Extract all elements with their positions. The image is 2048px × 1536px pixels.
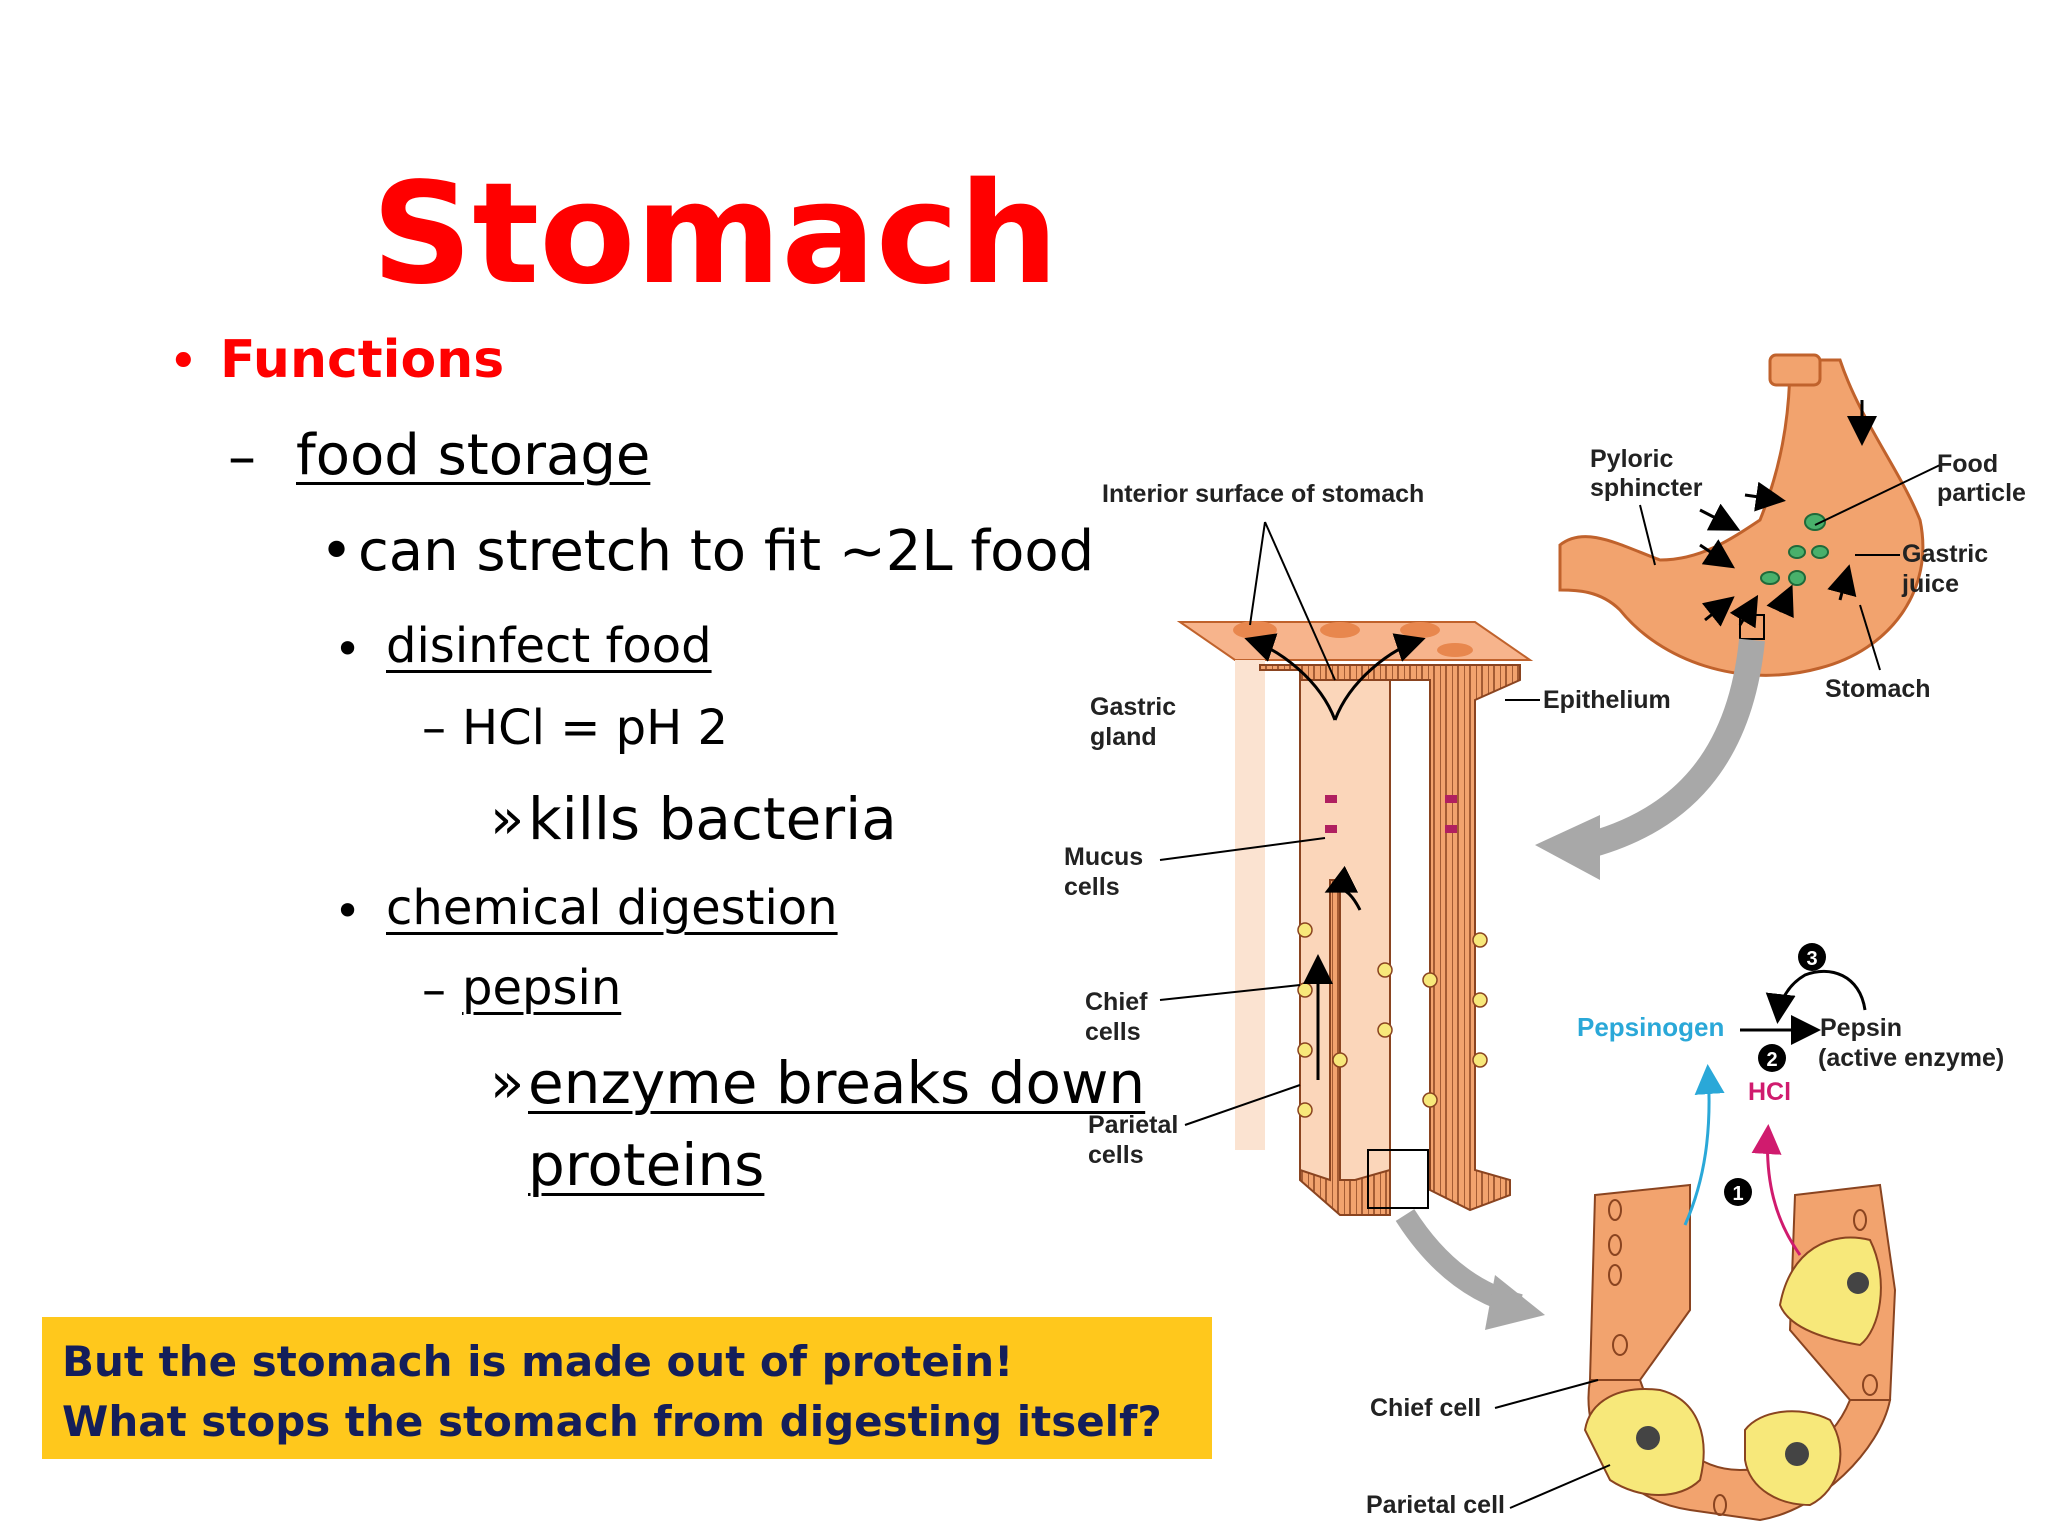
label-gastric-gland-1: Gastric [1090,693,1176,721]
leader-lines [1159,464,1941,1509]
svg-text:3: 3 [1806,948,1817,970]
label-active-enzyme: (active enzyme) [1818,1044,2004,1072]
kills-bacteria-item: kills bacteria [528,785,897,853]
dash-marker: – [228,425,256,490]
hcl-secretion-arrow-icon [1751,1124,1802,1256]
food-storage-item: food storage [296,423,651,488]
label-gastric-juice-2: juice [1901,570,1959,598]
question-callout: But the stomach is made out of protein! … [42,1317,1212,1459]
label-gastric-juice-1: Gastric [1902,540,1988,568]
label-parietal-cell: Parietal cell [1366,1491,1505,1519]
label-mucus-2: cells [1064,873,1120,901]
bullet-marker: • [320,519,354,584]
step-badge-3: 3 [1798,943,1826,971]
label-pyloric-2: sphincter [1590,474,1703,502]
label-chief-cell: Chief cell [1370,1394,1481,1422]
label-mucus-1: Mucus [1064,843,1143,871]
callout-line-1: But the stomach is made out of protein! [62,1337,1014,1386]
label-interior-surface: Interior surface of stomach [1102,480,1424,508]
dash-marker: – [422,700,446,756]
label-food-2: particle [1937,479,2026,507]
zoom-arrow-icon [1586,638,1765,858]
svg-text:1: 1 [1732,1183,1743,1205]
step-badge-1: 1 [1724,1178,1752,1206]
zoom-arrowhead-icon [1485,1275,1545,1330]
label-hcl: HCl [1748,1078,1791,1106]
chevron-marker: » [490,787,525,852]
pepsin-item: pepsin [462,960,622,1016]
label-pyloric-1: Pyloric [1590,445,1673,473]
zoom-arrowhead-icon [1535,815,1600,880]
label-food-1: Food [1937,450,1998,478]
bullet-marker: • [334,622,362,676]
dash-marker: – [422,962,446,1018]
chevron-marker: » [490,1051,525,1116]
callout-line-2: What stops the stomach from digesting it… [62,1397,1162,1446]
label-pepsin: Pepsin [1820,1014,1902,1042]
stretch-item: can stretch to fit ~2L food [358,519,1095,584]
gland-cells-illustration [1583,1183,1897,1522]
svg-text:2: 2 [1766,1049,1777,1071]
functions-heading: Functions [220,330,505,390]
label-pepsinogen: Pepsinogen [1577,1012,1724,1042]
chemical-digestion-item: chemical digestion [386,880,838,936]
hcl-item: HCl = pH 2 [462,700,729,756]
label-epithelium: Epithelium [1543,686,1671,714]
step-badge-2: 2 [1758,1044,1786,1072]
disinfect-item: disinfect food [386,618,712,674]
label-stomach: Stomach [1825,675,1931,703]
stomach-organ-illustration [1558,353,1925,677]
label-gastric-gland-2: gland [1090,723,1157,751]
slide-title: Stomach [371,153,1059,316]
feedback-arrow-icon [1765,969,1867,1024]
bullet-marker: • [334,884,362,938]
gastric-gland-illustration [1176,621,1534,1216]
label-parietal-1: Parietal [1088,1111,1178,1139]
bullet-marker: • [168,332,199,392]
label-chief-1: Chief [1085,988,1148,1016]
enzyme-item-line1: enzyme breaks down [528,1049,1146,1117]
enzyme-item-line2: proteins [528,1131,765,1199]
food-particle-icon [1760,513,1829,586]
label-chief-2: cells [1085,1018,1141,1046]
pepsinogen-secretion-arrow-icon [1683,1064,1725,1226]
label-parietal-2: cells [1088,1141,1144,1169]
